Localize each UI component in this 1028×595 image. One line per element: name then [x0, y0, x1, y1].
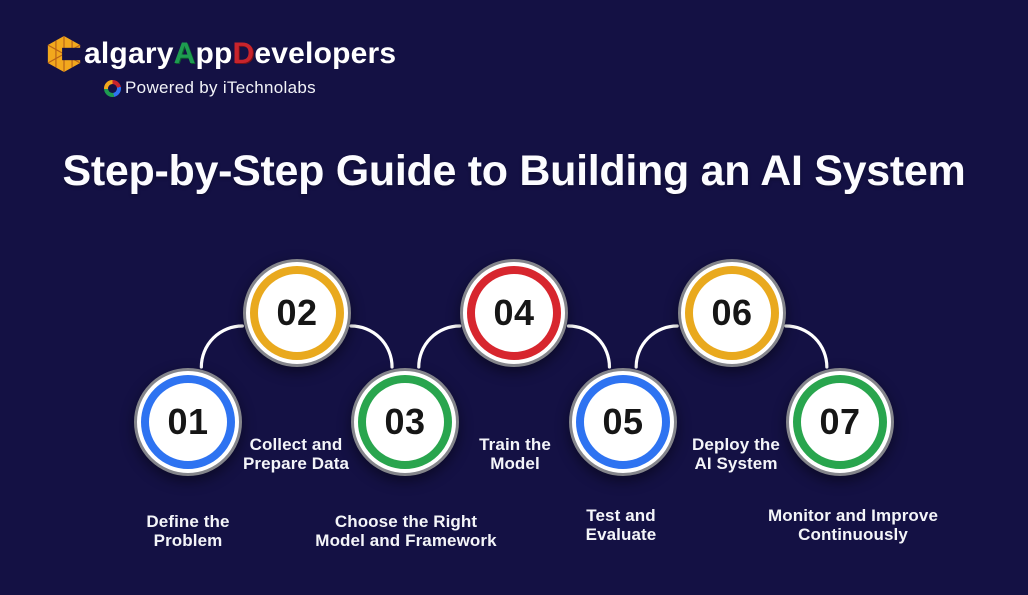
logo-word3-rest: evelopers — [254, 37, 397, 70]
step-color-ring: 02 — [250, 266, 344, 360]
step-label-07: Monitor and Improve Continuously — [767, 506, 939, 544]
itechnolabs-ring-icon-core — [108, 83, 118, 93]
step-circle-04: 04 — [460, 259, 568, 367]
step-outer-ring: 05 — [569, 368, 677, 476]
step-number: 01 — [167, 401, 209, 442]
logo-word2-rest: pp — [195, 37, 233, 70]
brand-tagline: Powered by iTechnolabs — [45, 78, 375, 98]
step-color-ring: 01 — [141, 375, 235, 469]
connector-arc-5-6 — [634, 324, 679, 369]
step-label-01: Define the Problem — [146, 512, 230, 550]
step-outer-ring: 01 — [134, 368, 242, 476]
step-outer-ring: 06 — [678, 259, 786, 367]
hexagon-c-logo-icon — [47, 35, 83, 73]
connector-arc-1-2 — [199, 324, 244, 369]
step-number: 04 — [493, 292, 535, 333]
step-outer-ring: 02 — [243, 259, 351, 367]
step-color-ring: 04 — [467, 266, 561, 360]
connector-arc-4-5 — [566, 324, 612, 369]
step-outer-ring: 04 — [460, 259, 568, 367]
step-outer-ring: 03 — [351, 368, 459, 476]
step-label-02: Collect and Prepare Data — [242, 435, 350, 473]
step-circle-01: 01 — [134, 368, 242, 476]
page-title: Step-by-Step Guide to Building an AI Sys… — [62, 147, 966, 195]
step-label-05: Test and Evaluate — [585, 506, 657, 544]
step-label-03: Choose the Right Model and Framework — [315, 512, 497, 550]
step-circle-06: 06 — [678, 259, 786, 367]
logo-word1-rest: algary — [84, 37, 174, 70]
step-color-ring: 03 — [358, 375, 452, 469]
logo-word2-initial: A — [173, 37, 196, 70]
step-number: 06 — [711, 292, 753, 333]
step-outer-ring: 07 — [786, 368, 894, 476]
step-color-ring: 05 — [576, 375, 670, 469]
step-circle-05: 05 — [569, 368, 677, 476]
step-number: 02 — [276, 292, 318, 333]
connector-arc-3-4 — [417, 324, 462, 369]
logo-word3-initial: D — [232, 37, 255, 70]
step-color-ring: 07 — [793, 375, 887, 469]
connector-arc-2-3 — [349, 324, 394, 369]
tagline-text: Powered by iTechnolabs — [125, 78, 316, 97]
step-circle-02: 02 — [243, 259, 351, 367]
step-label-04: Train the Model — [479, 435, 551, 473]
step-circle-03: 03 — [351, 368, 459, 476]
itechnolabs-ring-icon — [104, 79, 122, 97]
connector-arc-6-7 — [784, 324, 829, 369]
step-number: 03 — [384, 401, 426, 442]
step-circle-07: 07 — [786, 368, 894, 476]
step-number: 07 — [819, 401, 861, 442]
step-label-06: Deploy the AI System — [692, 435, 780, 473]
step-number: 05 — [602, 401, 644, 442]
step-color-ring: 06 — [685, 266, 779, 360]
